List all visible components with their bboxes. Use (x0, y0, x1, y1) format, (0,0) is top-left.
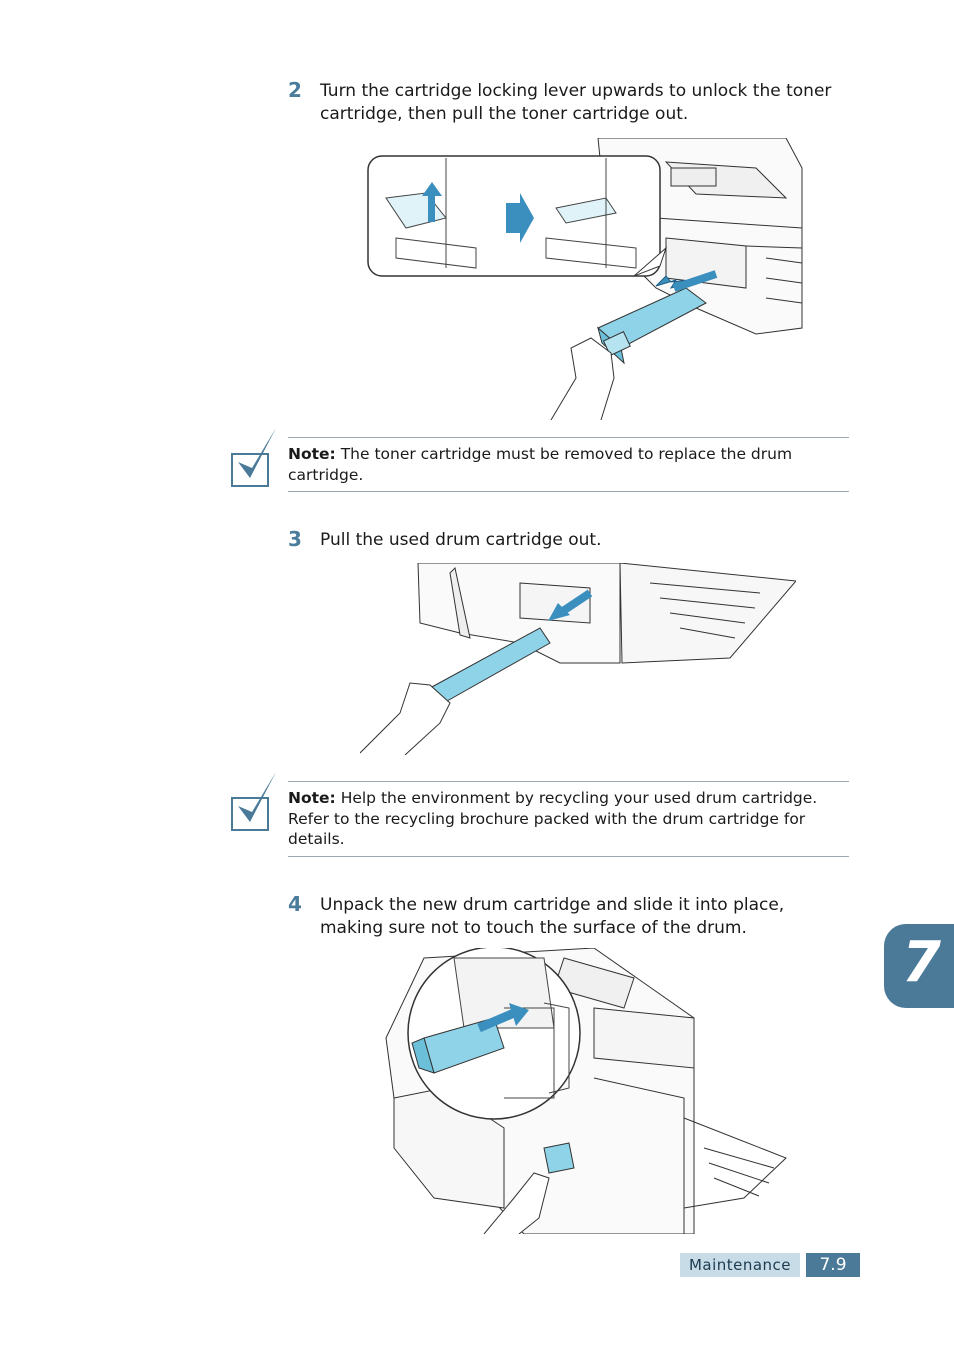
footer-page-number: 7.9 (806, 1253, 860, 1277)
checkmark-note-icon (231, 428, 276, 487)
step-3: 3 Pull the used drum cartridge out. (288, 527, 848, 552)
step-number: 2 (288, 78, 302, 102)
step-text: Pull the used drum cartridge out. (320, 530, 602, 550)
step-number: 3 (288, 527, 302, 551)
step-text: Unpack the new drum cartridge and slide … (320, 895, 785, 938)
toner-removal-illustration (367, 138, 803, 420)
step-text: Turn the cartridge locking lever upwards… (320, 81, 832, 124)
drum-install-illustration (385, 948, 787, 1234)
note-text: The toner cartridge must be removed to r… (288, 445, 793, 484)
step-4: 4 Unpack the new drum cartridge and slid… (288, 892, 848, 940)
step-2: 2 Turn the cartridge locking lever upwar… (288, 78, 848, 126)
checkmark-note-icon (231, 772, 276, 831)
note-label: Note: (288, 445, 336, 463)
drum-removal-illustration (360, 563, 796, 755)
chapter-number: 7 (902, 930, 941, 995)
footer-section-title: Maintenance (680, 1253, 800, 1277)
note-label: Note: (288, 789, 336, 807)
note-text: Help the environment by recycling your u… (288, 789, 818, 848)
note-box: Note: The toner cartridge must be remove… (288, 437, 849, 492)
chapter-tab: 7 (884, 924, 954, 1008)
note-box: Note: Help the environment by recycling … (288, 781, 849, 857)
step-number: 4 (288, 892, 302, 916)
